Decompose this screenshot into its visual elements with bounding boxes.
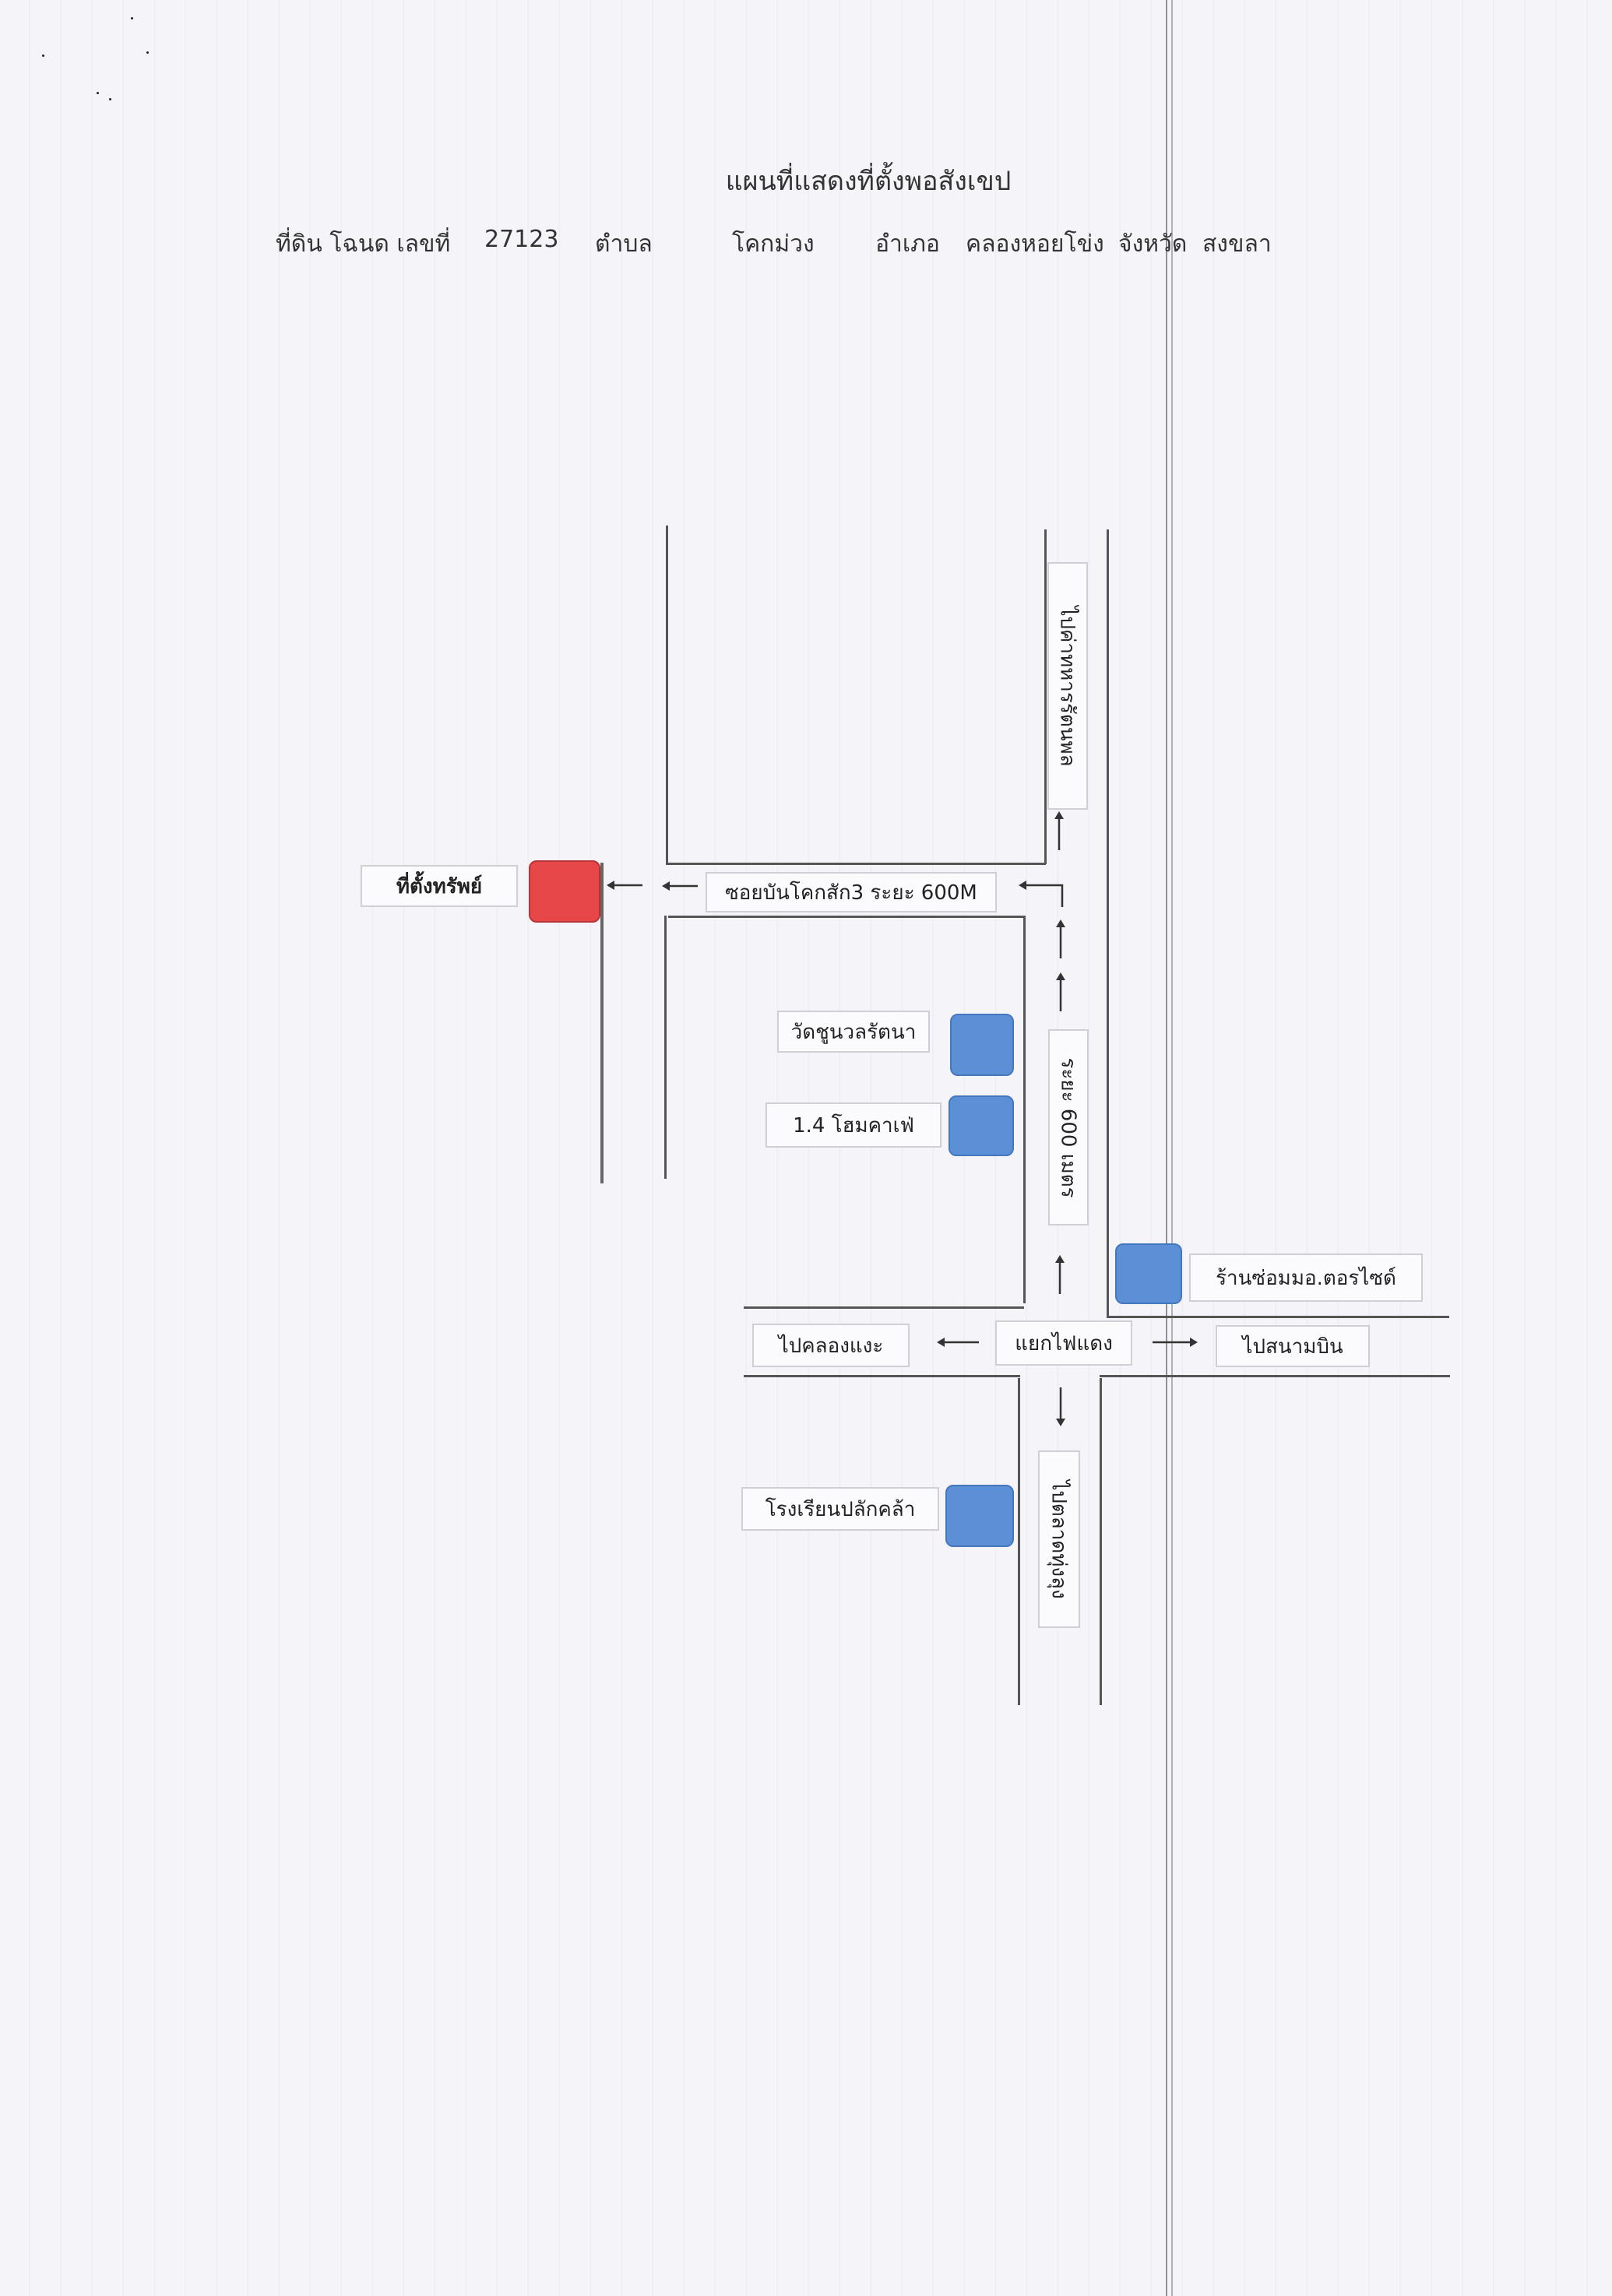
soi-label: ซอยบันโคกสัก3 ระยะ 600M	[706, 872, 997, 912]
north-road-label: ไปค่าทหารรัตนพล	[1047, 562, 1088, 810]
block-north-west-edge	[666, 526, 668, 864]
main-road-west-edge-middle	[1023, 916, 1026, 1303]
soi-south-edge	[668, 916, 1025, 918]
amphoe-value: คลองหอยโข่ง	[966, 230, 1104, 258]
tambon-value: โคกม่วง	[732, 230, 815, 258]
province-label: จังหวัด	[1118, 230, 1188, 258]
main-road-west-edge-south	[1018, 1378, 1020, 1705]
arrow-turn-left-icon	[1019, 877, 1067, 907]
cross-road-south-edge-east	[1100, 1375, 1450, 1377]
main-road-west-edge-north	[1044, 529, 1047, 864]
temple-marker	[950, 1014, 1014, 1076]
arrow-right-icon	[1153, 1334, 1198, 1350]
main-road-east-edge-south	[1100, 1378, 1102, 1705]
school-marker	[945, 1485, 1014, 1547]
cross-road-south-edge-west	[744, 1375, 1020, 1377]
property-line	[600, 863, 604, 1183]
province-value: สงขลา	[1202, 230, 1272, 258]
south-road-label-text: ไปตลาดทุ่งลุง	[1047, 1479, 1071, 1599]
cross-road-north-edge-east	[1107, 1316, 1449, 1318]
property-marker	[529, 860, 600, 923]
scan-speck	[146, 51, 149, 54]
arrow-up-icon	[1053, 972, 1068, 1011]
deed-label: ที่ดิน โฉนด เลขที่	[276, 230, 451, 258]
motor-shop-label: ร้านซ่อมมอ.ตอรไซด์	[1189, 1253, 1423, 1302]
south-road-label: ไปตลาดทุ่งลุง	[1038, 1450, 1080, 1628]
scan-line	[1166, 0, 1167, 2296]
scan-line	[1171, 0, 1173, 2296]
motor-shop-marker	[1115, 1243, 1182, 1304]
north-road-label-text: ไปค่าทหารรัตนพล	[1055, 605, 1079, 767]
arrow-up-icon	[1053, 919, 1068, 958]
cafe-marker	[949, 1095, 1014, 1156]
arrow-left-icon	[662, 878, 698, 894]
arrow-left-icon	[937, 1334, 979, 1350]
arrow-left-icon	[607, 877, 642, 893]
east-label: ไปสนามบิน	[1216, 1325, 1370, 1367]
scan-speck	[109, 98, 111, 100]
soi-north-edge	[666, 863, 1046, 865]
arrow-down-icon	[1053, 1387, 1068, 1426]
amphoe-label: อำเภอ	[875, 230, 940, 258]
distance-label-text: ระยะ 600 เมตร	[1056, 1057, 1080, 1198]
map-title: แผนที่แสดงที่ตั้งพอสังเขป	[725, 166, 1012, 197]
main-road-east-edge-north	[1107, 529, 1109, 1317]
property-label: ที่ตั้งทรัพย์	[361, 865, 518, 907]
distance-label: ระยะ 600 เมตร	[1048, 1029, 1089, 1225]
temple-label: วัดชูนวลรัตนา	[777, 1011, 930, 1053]
block-south-west-edge	[664, 916, 667, 1179]
scan-speck	[42, 54, 44, 57]
scan-speck	[97, 92, 99, 94]
deed-number: 27123	[484, 226, 559, 253]
west-label: ไปคลองแงะ	[752, 1324, 910, 1367]
tambon-label: ตำบล	[595, 230, 653, 258]
cross-road-north-edge-west	[744, 1306, 1024, 1309]
intersection-label: แยกไฟแดง	[995, 1320, 1132, 1366]
arrow-up-icon	[1051, 811, 1067, 850]
school-label: โรงเรียนปลักคล้า	[741, 1487, 939, 1531]
cafe-label: 1.4 โฮมคาเฟ่	[766, 1102, 942, 1148]
scan-speck	[131, 17, 133, 19]
arrow-up-icon	[1052, 1255, 1068, 1294]
